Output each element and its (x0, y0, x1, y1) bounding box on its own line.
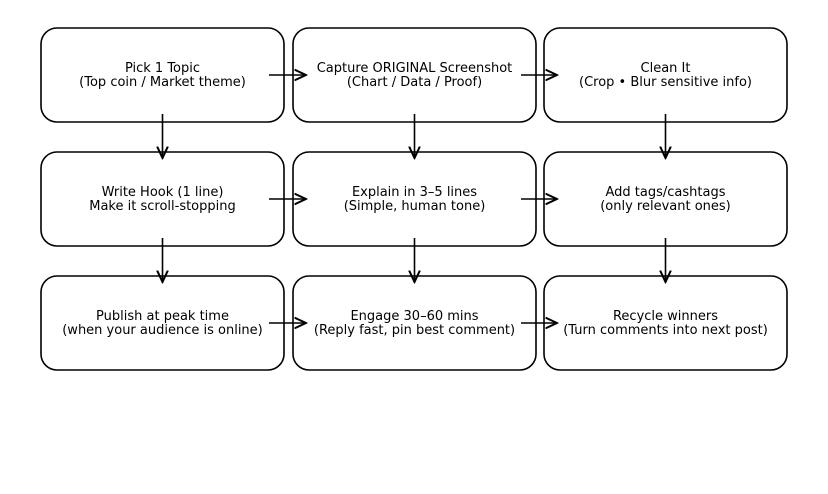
node-clean-it: Clean It (Crop • Blur sensitive info) (543, 27, 788, 123)
node-explain: Explain in 3–5 lines (Simple, human tone… (292, 151, 537, 247)
node-write-hook-title: Write Hook (1 line) (102, 185, 224, 200)
node-pick-topic-subtitle: (Top coin / Market theme) (79, 75, 246, 90)
node-add-tags-title: Add tags/cashtags (606, 185, 726, 200)
node-publish-title: Publish at peak time (96, 309, 229, 324)
node-write-hook-subtitle: Make it scroll-stopping (89, 199, 236, 214)
node-explain-title: Explain in 3–5 lines (352, 185, 477, 200)
node-capture-screenshot: Capture ORIGINAL Screenshot (Chart / Dat… (292, 27, 537, 123)
node-capture-screenshot-subtitle: (Chart / Data / Proof) (347, 75, 482, 90)
node-recycle-subtitle: (Turn comments into next post) (563, 323, 768, 338)
node-pick-topic: Pick 1 Topic (Top coin / Market theme) (40, 27, 285, 123)
node-add-tags-subtitle: (only relevant ones) (600, 199, 731, 214)
node-clean-it-subtitle: (Crop • Blur sensitive info) (579, 75, 752, 90)
node-write-hook: Write Hook (1 line) Make it scroll-stopp… (40, 151, 285, 247)
node-engage-subtitle: (Reply fast, pin best comment) (314, 323, 515, 338)
node-engage-title: Engage 30–60 mins (350, 309, 478, 324)
node-clean-it-title: Clean It (641, 61, 691, 76)
node-pick-topic-title: Pick 1 Topic (125, 61, 200, 76)
node-capture-screenshot-title: Capture ORIGINAL Screenshot (317, 61, 513, 76)
node-add-tags: Add tags/cashtags (only relevant ones) (543, 151, 788, 247)
node-publish: Publish at peak time (when your audience… (40, 275, 285, 371)
node-engage: Engage 30–60 mins (Reply fast, pin best … (292, 275, 537, 371)
node-recycle-title: Recycle winners (613, 309, 718, 324)
node-explain-subtitle: (Simple, human tone) (344, 199, 486, 214)
node-publish-subtitle: (when your audience is online) (62, 323, 263, 338)
node-recycle: Recycle winners (Turn comments into next… (543, 275, 788, 371)
